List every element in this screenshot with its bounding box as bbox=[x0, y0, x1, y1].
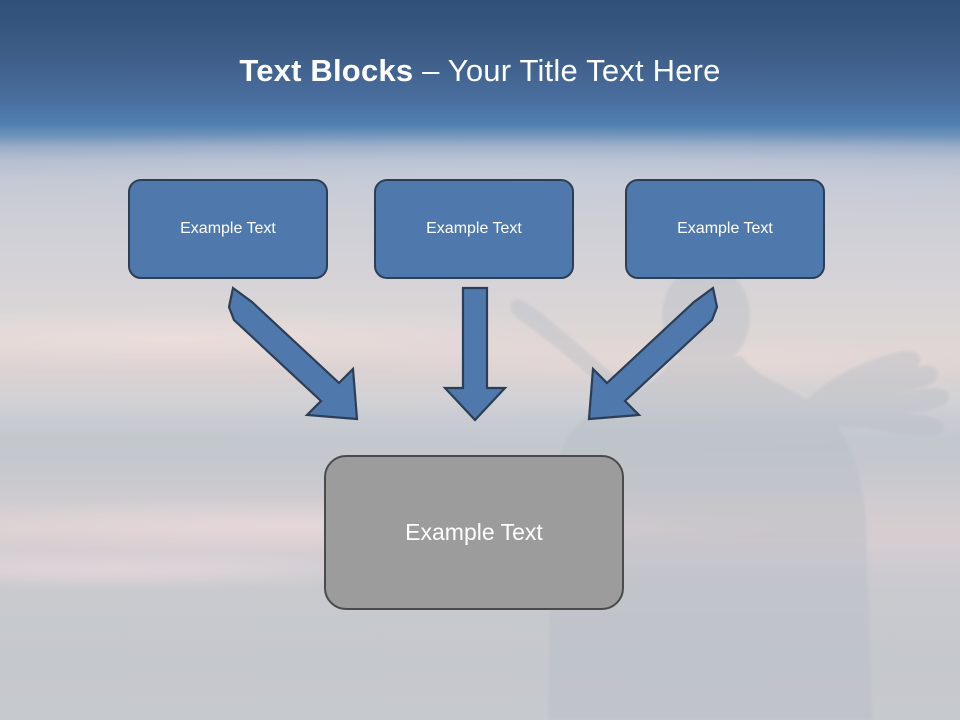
text-block-1-label: Example Text bbox=[180, 220, 276, 237]
title-light-part: Your Title Text Here bbox=[447, 53, 721, 88]
text-block-3-label: Example Text bbox=[677, 220, 773, 237]
title-band: Text Blocks – Your Title Text Here bbox=[0, 0, 960, 130]
text-block-2[interactable]: Example Text bbox=[374, 179, 574, 279]
text-block-2-label: Example Text bbox=[426, 220, 522, 237]
title-bold-part: Text Blocks bbox=[239, 53, 414, 88]
result-text-block[interactable]: Example Text bbox=[324, 455, 624, 610]
result-text-block-label: Example Text bbox=[405, 519, 543, 545]
page-title: Text Blocks – Your Title Text Here bbox=[0, 52, 960, 90]
text-block-1[interactable]: Example Text bbox=[128, 179, 328, 279]
text-block-3[interactable]: Example Text bbox=[625, 179, 825, 279]
title-separator: – bbox=[413, 53, 448, 88]
